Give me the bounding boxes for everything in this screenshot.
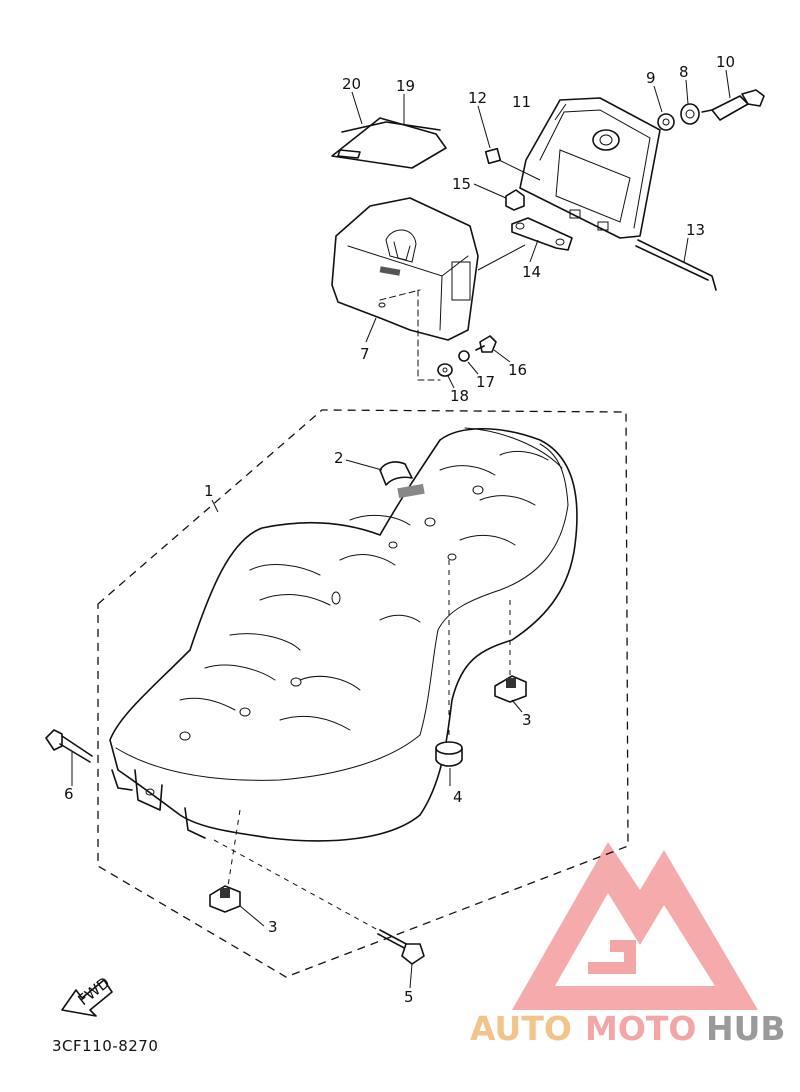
callout-19: 19	[396, 77, 415, 95]
storage-box-part-7	[331, 197, 526, 381]
watermark-auto: AUTO	[470, 1009, 572, 1048]
lock-part-10	[701, 89, 765, 121]
washer-part-18	[437, 363, 453, 377]
seat-bracket-part-3-right	[494, 600, 527, 703]
callout-5: 5	[404, 988, 414, 1006]
seat-strap-part	[379, 461, 425, 499]
callout-12: 12	[468, 89, 487, 107]
strap-parts-19-20	[331, 117, 447, 169]
callout-3-lower: 3	[268, 918, 278, 936]
callout-13: 13	[686, 221, 705, 239]
callout-17: 17	[476, 373, 495, 391]
callout-4: 4	[453, 788, 463, 806]
rod-part-13	[635, 239, 717, 291]
seat-body	[109, 427, 578, 842]
callout-6: 6	[64, 785, 74, 803]
callout-8: 8	[679, 63, 689, 81]
seat-bolt-part-5	[213, 839, 425, 965]
clip-part-12	[484, 147, 541, 181]
seat-bolt-part-6	[45, 729, 93, 763]
seat-assembly-boundary	[97, 409, 629, 978]
callout-11: 11	[512, 93, 531, 111]
callout-18: 18	[450, 387, 469, 405]
callout-15: 15	[452, 175, 471, 193]
callout-14: 14	[522, 263, 541, 281]
callout-labels: 20 19 12 11 9 8 10 15 13 14 7 16 17 18 2…	[64, 53, 735, 1006]
callout-1: 1	[204, 482, 214, 500]
callout-7: 7	[360, 345, 370, 363]
watermark-moto: MOTO	[585, 1009, 696, 1048]
callout-2: 2	[334, 449, 344, 467]
nut-part-15	[505, 189, 525, 211]
part-code: 3CF110-8270	[52, 1037, 158, 1055]
callout-10: 10	[716, 53, 735, 71]
seat-bracket-part-3-lower	[209, 809, 241, 913]
fwd-arrow-icon	[61, 979, 113, 1017]
bolt-part-16	[475, 335, 497, 353]
watermark-hub: HUB	[706, 1009, 786, 1048]
washer-part-9	[657, 113, 675, 131]
plate-part-14	[511, 217, 573, 251]
callout-9: 9	[646, 69, 656, 87]
watermark-text: AUTO MOTO HUB	[470, 1009, 786, 1048]
callout-3-right: 3	[522, 711, 532, 729]
cover-part-11	[519, 97, 661, 239]
callout-20: 20	[342, 75, 361, 93]
callout-16: 16	[508, 361, 527, 379]
washer-part-17	[458, 350, 470, 362]
nut-part-8	[680, 103, 700, 125]
seat-damper-part-4	[435, 560, 463, 767]
watermark-logo	[512, 842, 758, 1010]
